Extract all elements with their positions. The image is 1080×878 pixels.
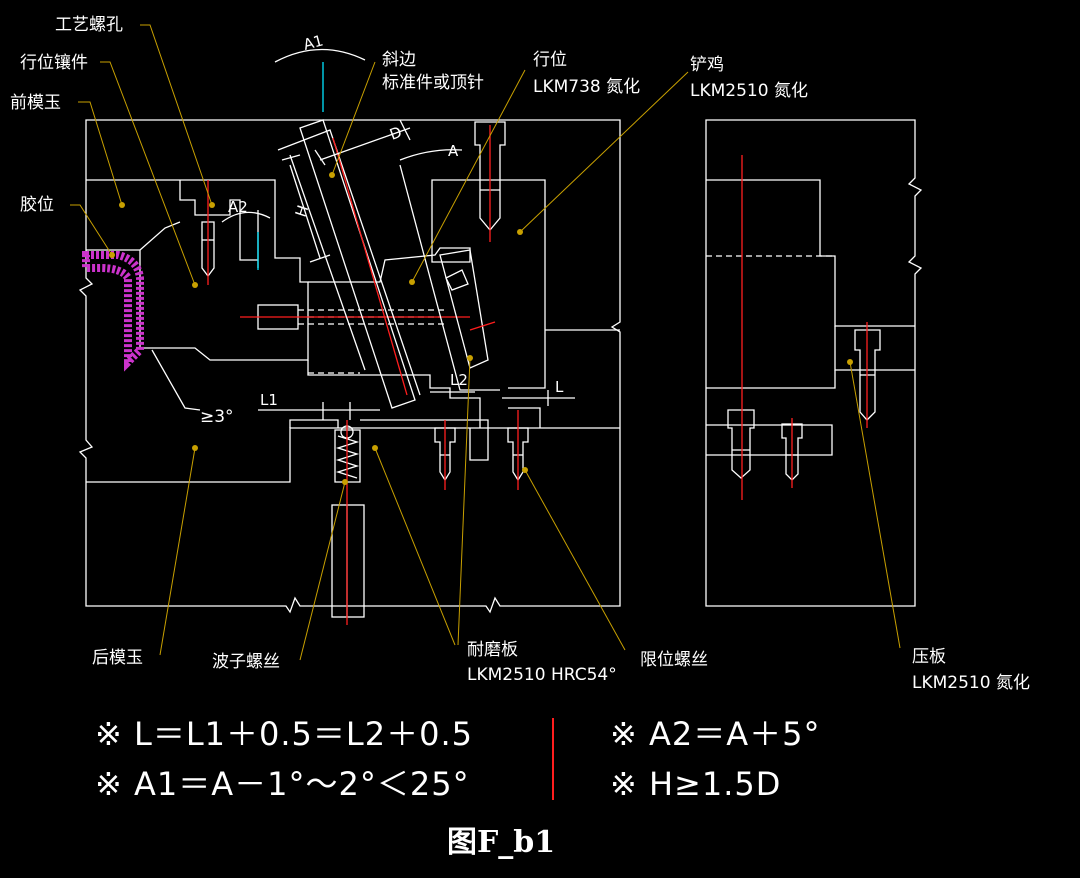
leader-lines [70,24,901,661]
formula-h: ※ H≥1.5D [610,765,781,803]
label-wear-plate-material: LKM2510 HRC54° [467,665,617,685]
side-view [705,119,923,607]
label-angle-min: ≥3° [200,407,234,427]
dim-d: D [387,123,404,144]
label-slide-material: LKM738 氮化 [533,77,640,97]
label-process-screw-hole: 工艺螺孔 [55,15,123,35]
label-slide: 行位 [533,50,567,70]
dim-l1: L1 [260,391,278,409]
dim-l: L [555,378,564,396]
dim-a: A [448,142,459,160]
figure-caption: 图F_b1 [447,825,555,860]
label-angle-edge: 斜边 [382,50,416,70]
label-angle-edge-sub: 标准件或顶针 [382,73,484,93]
label-product-position: 胶位 [20,195,54,215]
label-wedge-material: LKM2510 氮化 [690,81,808,101]
dim-a2: A2 [228,198,248,216]
label-wear-plate: 耐磨板 [467,640,518,660]
dim-h: H [292,203,313,219]
dim-a1: A1 [301,31,325,54]
label-front-core: 前模玉 [10,93,61,113]
label-clamp-plate: 压板 [912,647,946,667]
formula-a1: ※ A1＝A－1°～2°＜25° [95,765,470,803]
label-slide-insert: 行位镶件 [20,52,88,73]
label-limit-screw: 限位螺丝 [640,650,708,670]
formula-l: ※ L＝L1＋0.5＝L2＋0.5 [95,715,473,753]
label-rear-core: 后模玉 [92,648,143,668]
labels: 工艺螺孔 行位镶件 前模玉 胶位 斜边 标准件或顶针 行位 LKM738 氮化 … [10,15,1030,693]
dim-l2: L2 [450,371,468,389]
main-section-view [78,48,621,625]
label-clamp-plate-material: LKM2510 氮化 [912,673,1030,693]
label-ball-screw: 波子螺丝 [212,652,280,672]
label-wedge: 铲鸡 [690,55,724,75]
formula-a2: ※ A2＝A＋5° [610,715,821,753]
formulas: ※ L＝L1＋0.5＝L2＋0.5 ※ A1＝A－1°～2°＜25° ※ A2＝… [95,715,821,803]
